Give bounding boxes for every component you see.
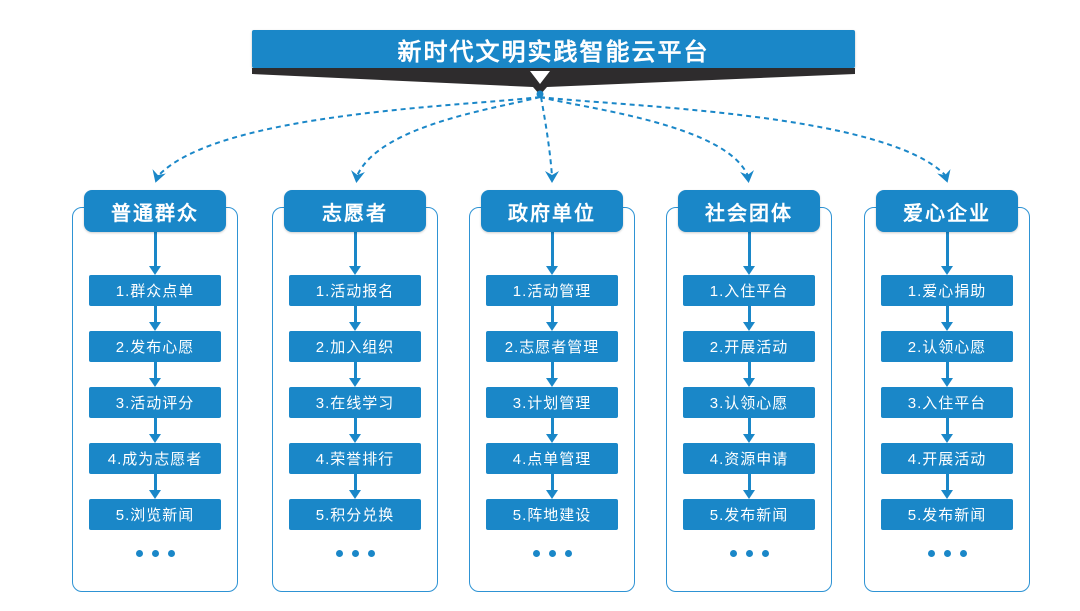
flow-step: 3.活动评分 — [89, 387, 221, 418]
down-arrow-icon — [153, 474, 157, 490]
dashed-connector-1 — [157, 96, 541, 177]
funnel-down-arrow-icon — [530, 71, 550, 84]
column-header: 政府单位 — [481, 190, 623, 232]
column-flow: 1.活动报名 2.加入组织 3.在线学习 4.荣誉排行 5.积分兑换 — [272, 232, 438, 557]
flow-step: 4.点单管理 — [486, 443, 618, 474]
down-arrow-icon — [747, 474, 751, 490]
flow-step: 1.群众点单 — [89, 275, 221, 306]
flow-step: 2.志愿者管理 — [486, 331, 618, 362]
flow-step: 5.浏览新闻 — [89, 499, 221, 530]
flow-step: 5.发布新闻 — [683, 499, 815, 530]
down-arrow-icon — [945, 306, 949, 322]
funnel-shape — [252, 68, 855, 95]
down-arrow-icon — [550, 474, 554, 490]
down-arrow-icon — [945, 418, 949, 434]
flow-step: 4.成为志愿者 — [89, 443, 221, 474]
flow-step: 4.资源申请 — [683, 443, 815, 474]
dashed-connector-5 — [539, 96, 947, 177]
flow-step: 3.在线学习 — [289, 387, 421, 418]
connector-arrowhead-icon — [740, 170, 754, 183]
column-caring-enterprises: 爱心企业 1.爱心捐助 2.认领心愿 3.入住平台 4.开展活动 5.发布新闻 — [864, 190, 1030, 592]
down-arrow-icon — [353, 418, 357, 434]
dashed-connector-4 — [539, 96, 749, 177]
ellipsis-dots-icon — [729, 550, 769, 557]
down-arrow-icon — [747, 232, 751, 266]
column-header-label: 普通群众 — [111, 202, 199, 225]
column-general-public: 普通群众 1.群众点单 2.发布心愿 3.活动评分 4.成为志愿者 5.浏览新闻 — [72, 190, 238, 592]
down-arrow-icon — [747, 362, 751, 378]
ellipsis-dots-icon — [135, 550, 175, 557]
platform-title: 新时代文明实践智能云平台 — [397, 38, 710, 66]
down-arrow-icon — [153, 362, 157, 378]
down-arrow-icon — [550, 232, 554, 266]
flow-step: 5.阵地建设 — [486, 499, 618, 530]
flow-step: 3.认领心愿 — [683, 387, 815, 418]
column-header-label: 社会团体 — [705, 202, 793, 225]
flow-step: 5.积分兑换 — [289, 499, 421, 530]
down-arrow-icon — [945, 232, 949, 266]
down-arrow-icon — [945, 474, 949, 490]
connector-arrowhead-icon — [351, 170, 365, 183]
flow-step: 1.活动报名 — [289, 275, 421, 306]
column-social-groups: 社会团体 1.入住平台 2.开展活动 3.认领心愿 4.资源申请 5.发布新闻 — [666, 190, 832, 592]
flow-step: 2.认领心愿 — [881, 331, 1013, 362]
down-arrow-icon — [353, 306, 357, 322]
ellipsis-dots-icon — [335, 550, 375, 557]
column-flow: 1.爱心捐助 2.认领心愿 3.入住平台 4.开展活动 5.发布新闻 — [864, 232, 1030, 557]
down-arrow-icon — [550, 418, 554, 434]
column-government-units: 政府单位 1.活动管理 2.志愿者管理 3.计划管理 4.点单管理 5.阵地建设 — [469, 190, 635, 592]
hub-dot — [536, 90, 544, 98]
down-arrow-icon — [153, 306, 157, 322]
column-header: 社会团体 — [678, 190, 820, 232]
dashed-connector-2 — [356, 96, 541, 177]
down-arrow-icon — [550, 362, 554, 378]
down-arrow-icon — [353, 474, 357, 490]
down-arrow-icon — [153, 418, 157, 434]
column-header-label: 政府单位 — [508, 202, 596, 225]
flow-step: 2.发布心愿 — [89, 331, 221, 362]
flow-step: 4.荣誉排行 — [289, 443, 421, 474]
down-arrow-icon — [353, 362, 357, 378]
down-arrow-icon — [353, 232, 357, 266]
column-header-label: 志愿者 — [322, 202, 388, 225]
flow-step: 1.活动管理 — [486, 275, 618, 306]
down-arrow-icon — [550, 306, 554, 322]
flow-step: 3.计划管理 — [486, 387, 618, 418]
down-arrow-icon — [945, 362, 949, 378]
column-flow: 1.活动管理 2.志愿者管理 3.计划管理 4.点单管理 5.阵地建设 — [469, 232, 635, 557]
flow-step: 1.入住平台 — [683, 275, 815, 306]
flow-step: 2.加入组织 — [289, 331, 421, 362]
column-header: 志愿者 — [284, 190, 426, 232]
dashed-connector-3 — [540, 96, 553, 177]
column-volunteers: 志愿者 1.活动报名 2.加入组织 3.在线学习 4.荣誉排行 5.积分兑换 — [272, 190, 438, 592]
flow-step: 5.发布新闻 — [881, 499, 1013, 530]
column-flow: 1.入住平台 2.开展活动 3.认领心愿 4.资源申请 5.发布新闻 — [666, 232, 832, 557]
down-arrow-icon — [747, 418, 751, 434]
column-header: 普通群众 — [84, 190, 226, 232]
down-arrow-icon — [153, 232, 157, 266]
connector-arrowhead-icon — [545, 171, 559, 183]
down-arrow-icon — [747, 306, 751, 322]
connector-arrowhead-icon — [937, 169, 951, 183]
platform-title-bar: 新时代文明实践智能云平台 — [252, 30, 855, 68]
connector-arrowhead-icon — [152, 169, 166, 183]
column-flow: 1.群众点单 2.发布心愿 3.活动评分 4.成为志愿者 5.浏览新闻 — [72, 232, 238, 557]
ellipsis-dots-icon — [927, 550, 967, 557]
ellipsis-dots-icon — [532, 550, 572, 557]
column-header-label: 爱心企业 — [903, 202, 991, 225]
column-header: 爱心企业 — [876, 190, 1018, 232]
flow-step: 4.开展活动 — [881, 443, 1013, 474]
flow-step: 1.爱心捐助 — [881, 275, 1013, 306]
flow-step: 2.开展活动 — [683, 331, 815, 362]
flow-step: 3.入住平台 — [881, 387, 1013, 418]
